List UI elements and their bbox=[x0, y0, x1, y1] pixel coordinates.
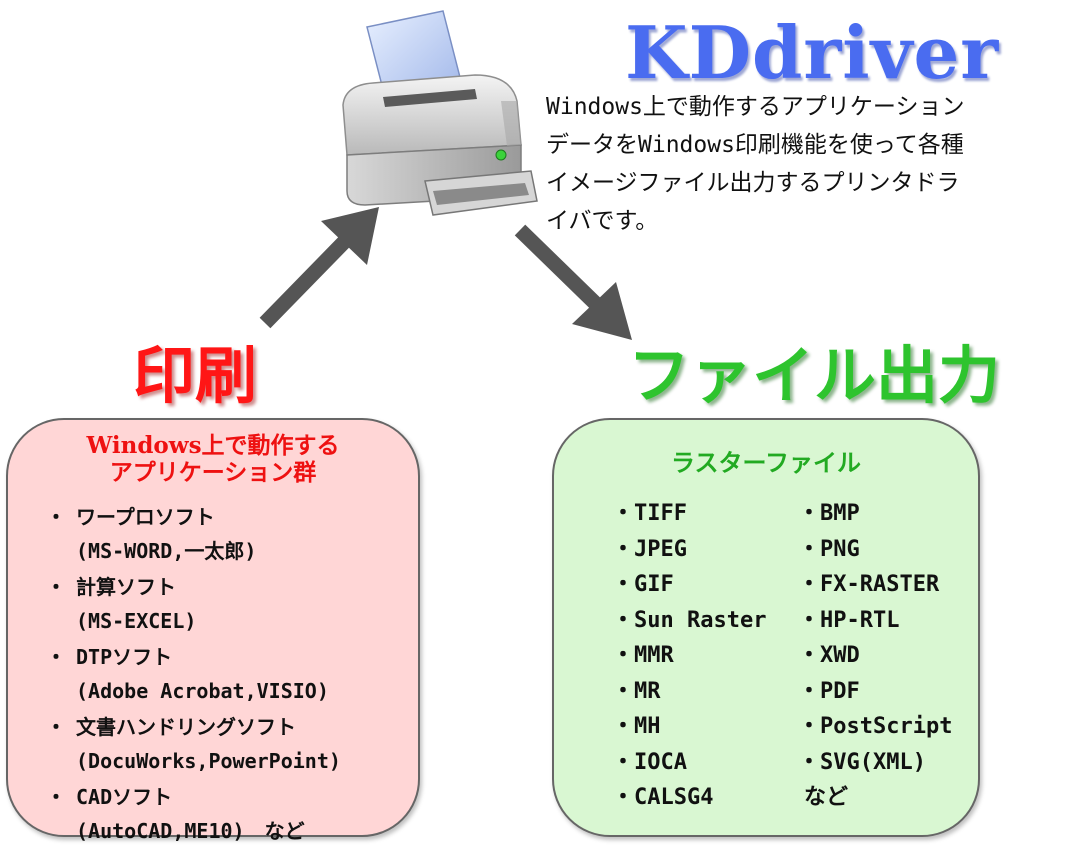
arrow-up-right-icon bbox=[255, 195, 395, 335]
applications-box: Windows上で動作する アプリケーション群 ・ワープロソフト (MS-WOR… bbox=[6, 418, 420, 843]
etc-label: など bbox=[804, 785, 849, 810]
list-item: ・MR bbox=[612, 678, 661, 704]
list-item: ・IOCA bbox=[612, 749, 687, 775]
bullet: ・ bbox=[46, 715, 66, 739]
description-line: データをWindows印刷機能を使って各種 bbox=[546, 132, 964, 158]
application-examples: (AutoCAD,ME10) など bbox=[76, 819, 305, 843]
list-item: ・PDF bbox=[798, 678, 860, 704]
description-line: イバです。 bbox=[546, 208, 659, 234]
list-item: ・PostScript bbox=[798, 714, 953, 739]
application-examples: (Adobe Acrobat,VISIO) bbox=[76, 679, 329, 703]
list-item: ・MH bbox=[612, 714, 661, 739]
arrow-down-right-icon bbox=[510, 220, 650, 350]
application-name: 計算ソフト bbox=[76, 575, 176, 599]
list-item: ・JPEG bbox=[612, 536, 687, 562]
application-name: DTPソフト bbox=[76, 645, 173, 669]
list-item: ・ DTPソフト (Adobe Acrobat,VISIO) bbox=[46, 640, 416, 708]
product-description: Windows上で動作するアプリケーション データをWindows印刷機能を使っ… bbox=[546, 88, 1076, 240]
list-item: ・BMP bbox=[798, 501, 860, 526]
raster-formats-box: ラスターファイル ・TIFF ・JPEG ・GIF ・Sun Raster ・M… bbox=[552, 418, 980, 837]
applications-box-title-line: アプリケーション群 bbox=[109, 459, 317, 486]
application-list: ・ワープロソフト (MS-WORD,一太郎) ・計算ソフト (MS-EXCEL)… bbox=[46, 500, 416, 850]
application-name: ワープロソフト bbox=[76, 505, 215, 529]
bullet: ・ bbox=[46, 505, 66, 529]
format-list-right: ・BMP ・PNG ・FX-RASTER ・HP-RTL ・XWD ・PDF ・… bbox=[798, 496, 978, 816]
product-title: KDdriver bbox=[625, 10, 1000, 95]
bullet: ・ bbox=[46, 785, 66, 809]
list-item: ・PNG bbox=[798, 536, 860, 562]
application-name: CADソフト bbox=[76, 785, 173, 809]
application-name: 文書ハンドリングソフト bbox=[76, 715, 296, 739]
list-item: ・ワープロソフト (MS-WORD,一太郎) bbox=[46, 500, 416, 568]
list-item: ・HP-RTL bbox=[798, 607, 900, 633]
list-item: ・XWD bbox=[798, 643, 860, 668]
list-item: ・文書ハンドリングソフト (DocuWorks,PowerPoint) bbox=[46, 710, 416, 778]
bullet: ・ bbox=[46, 645, 66, 669]
applications-box-title: Windows上で動作する アプリケーション群 bbox=[8, 432, 418, 486]
raster-formats-title: ラスターファイル bbox=[670, 449, 862, 477]
list-item: ・ CADソフト (AutoCAD,ME10) など bbox=[46, 780, 416, 848]
file-output-heading: ファイル出力 bbox=[628, 339, 1001, 412]
list-item: ・MMR bbox=[612, 643, 674, 668]
application-examples: (MS-EXCEL) bbox=[76, 609, 197, 633]
description-line: Windows上で動作するアプリケーション bbox=[546, 94, 965, 120]
list-item: ・TIFF bbox=[612, 501, 687, 526]
list-item: ・CALSG4 bbox=[612, 785, 714, 810]
description-line: イメージファイル出力するプリンタドラ bbox=[546, 170, 960, 196]
application-examples: (MS-WORD,一太郎) bbox=[76, 539, 257, 563]
list-item: ・Sun Raster bbox=[612, 607, 767, 633]
applications-box-title-line: Windows上で動作する bbox=[86, 432, 340, 459]
printer-icon bbox=[325, 5, 545, 225]
application-examples: (DocuWorks,PowerPoint) bbox=[76, 749, 341, 773]
list-item: ・計算ソフト (MS-EXCEL) bbox=[46, 570, 416, 638]
list-item: ・FX-RASTER bbox=[798, 572, 940, 597]
list-item: ・SVG(XML) bbox=[798, 749, 926, 775]
bullet: ・ bbox=[46, 575, 66, 599]
format-list-left: ・TIFF ・JPEG ・GIF ・Sun Raster ・MMR ・MR ・M… bbox=[612, 496, 802, 816]
print-heading: 印刷 bbox=[133, 339, 258, 412]
list-item: ・GIF bbox=[612, 572, 674, 597]
